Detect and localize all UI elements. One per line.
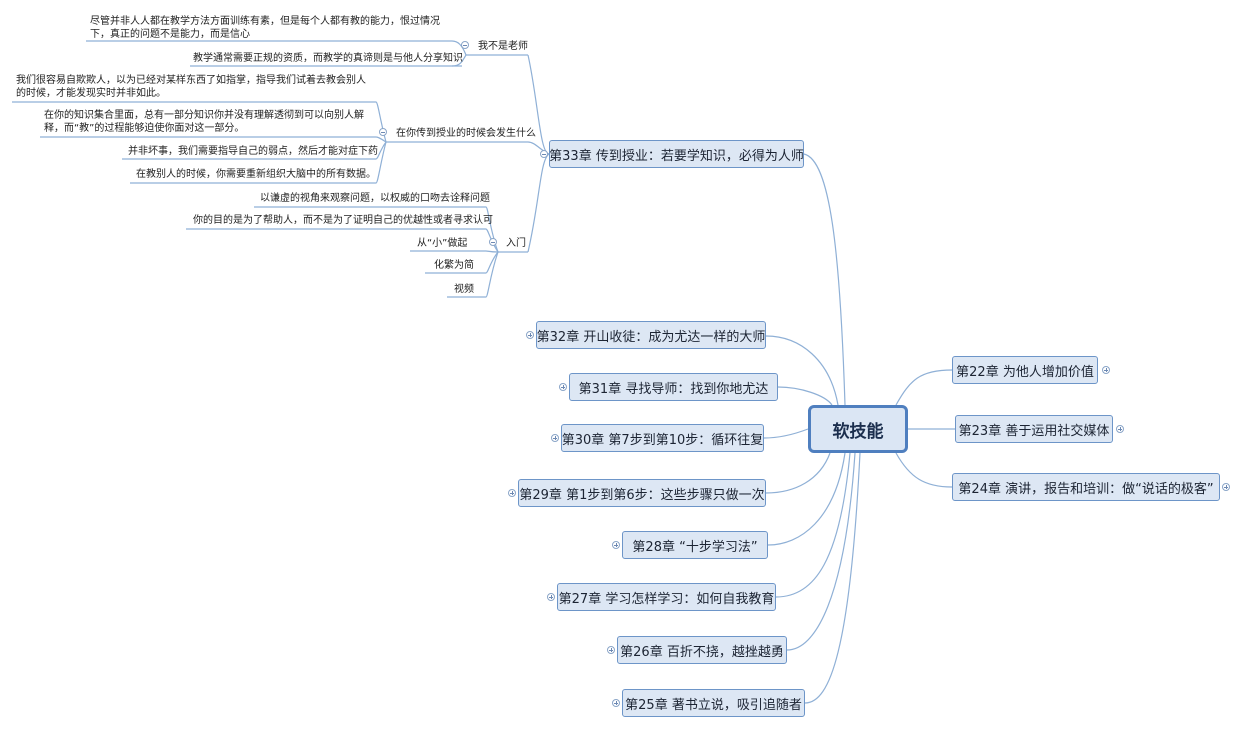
list-item: 教学通常需要正规的资质，而教学的真谛则是与他人分享知识 xyxy=(193,53,463,64)
chapter-28-node[interactable]: 第28章 “十步学习法” xyxy=(622,531,768,559)
expand-icon[interactable] xyxy=(559,383,567,391)
list-item: 在你的知识集合里面，总有一部分知识你并没有理解透彻到可以向别人解释，而“教”的过… xyxy=(44,110,364,134)
expand-icon[interactable] xyxy=(551,434,559,442)
list-item: 以谦虚的视角来观察问题，以权威的口吻去诠释问题 xyxy=(260,193,490,204)
list-item: 并非坏事，我们需要指导自己的弱点，然后才能对症下药 xyxy=(128,146,378,157)
list-item: 从“小”做起 xyxy=(417,238,468,249)
chapter-33-node[interactable]: 第33章 传到授业：若要学知识，必得为人师 xyxy=(549,140,804,168)
subtopic-when-teach[interactable]: 在你传到授业的时候会发生什么 xyxy=(396,128,536,139)
subtopic-not-teacher[interactable]: 我不是老师 xyxy=(478,41,528,52)
chapter-26-node[interactable]: 第26章 百折不挠，越挫越勇 xyxy=(617,636,787,664)
subtopic-intro[interactable]: 入门 xyxy=(506,238,526,249)
chapter-32-node[interactable]: 第32章 开山收徒：成为尤达一样的大师 xyxy=(536,321,766,349)
list-item: 视频 xyxy=(454,284,474,295)
collapse-icon[interactable] xyxy=(540,150,548,158)
list-item: 我们很容易自欺欺人，以为已经对某样东西了如指掌，指导我们试着去教会别人的时候，才… xyxy=(16,75,366,99)
collapse-icon[interactable] xyxy=(379,128,387,136)
chapter-27-node[interactable]: 第27章 学习怎样学习：如何自我教育 xyxy=(557,583,776,611)
expand-icon[interactable] xyxy=(1222,483,1230,491)
chapter-30-node[interactable]: 第30章 第7步到第10步：循环往复 xyxy=(561,424,764,452)
collapse-icon[interactable] xyxy=(461,41,469,49)
chapter-23-node[interactable]: 第23章 善于运用社交媒体 xyxy=(955,415,1113,443)
list-item: 化繁为简 xyxy=(434,260,474,271)
expand-icon[interactable] xyxy=(1102,366,1110,374)
expand-icon[interactable] xyxy=(1116,425,1124,433)
list-item: 在教别人的时候，你需要重新组织大脑中的所有数据。 xyxy=(136,169,376,180)
expand-icon[interactable] xyxy=(508,489,516,497)
chapter-29-node[interactable]: 第29章 第1步到第6步：这些步骤只做一次 xyxy=(518,479,766,507)
collapse-icon[interactable] xyxy=(489,238,497,246)
list-item: 你的目的是为了帮助人，而不是为了证明自己的优越性或者寻求认可 xyxy=(193,215,493,226)
list-item: 尽管并非人人都在教学方法方面训练有素，但是每个人都有教的能力，恨过情况下，真正的… xyxy=(90,16,440,40)
root-node[interactable]: 软技能 xyxy=(808,405,908,453)
chapter-24-node[interactable]: 第24章 演讲，报告和培训：做“说话的极客” xyxy=(952,473,1220,501)
expand-icon[interactable] xyxy=(526,331,534,339)
expand-icon[interactable] xyxy=(612,541,620,549)
chapter-25-node[interactable]: 第25章 著书立说，吸引追随者 xyxy=(622,689,805,717)
chapter-31-node[interactable]: 第31章 寻找导师：找到你地尤达 xyxy=(569,373,778,401)
chapter-22-node[interactable]: 第22章 为他人增加价值 xyxy=(952,356,1098,384)
expand-icon[interactable] xyxy=(607,646,615,654)
expand-icon[interactable] xyxy=(612,699,620,707)
expand-icon[interactable] xyxy=(547,593,555,601)
